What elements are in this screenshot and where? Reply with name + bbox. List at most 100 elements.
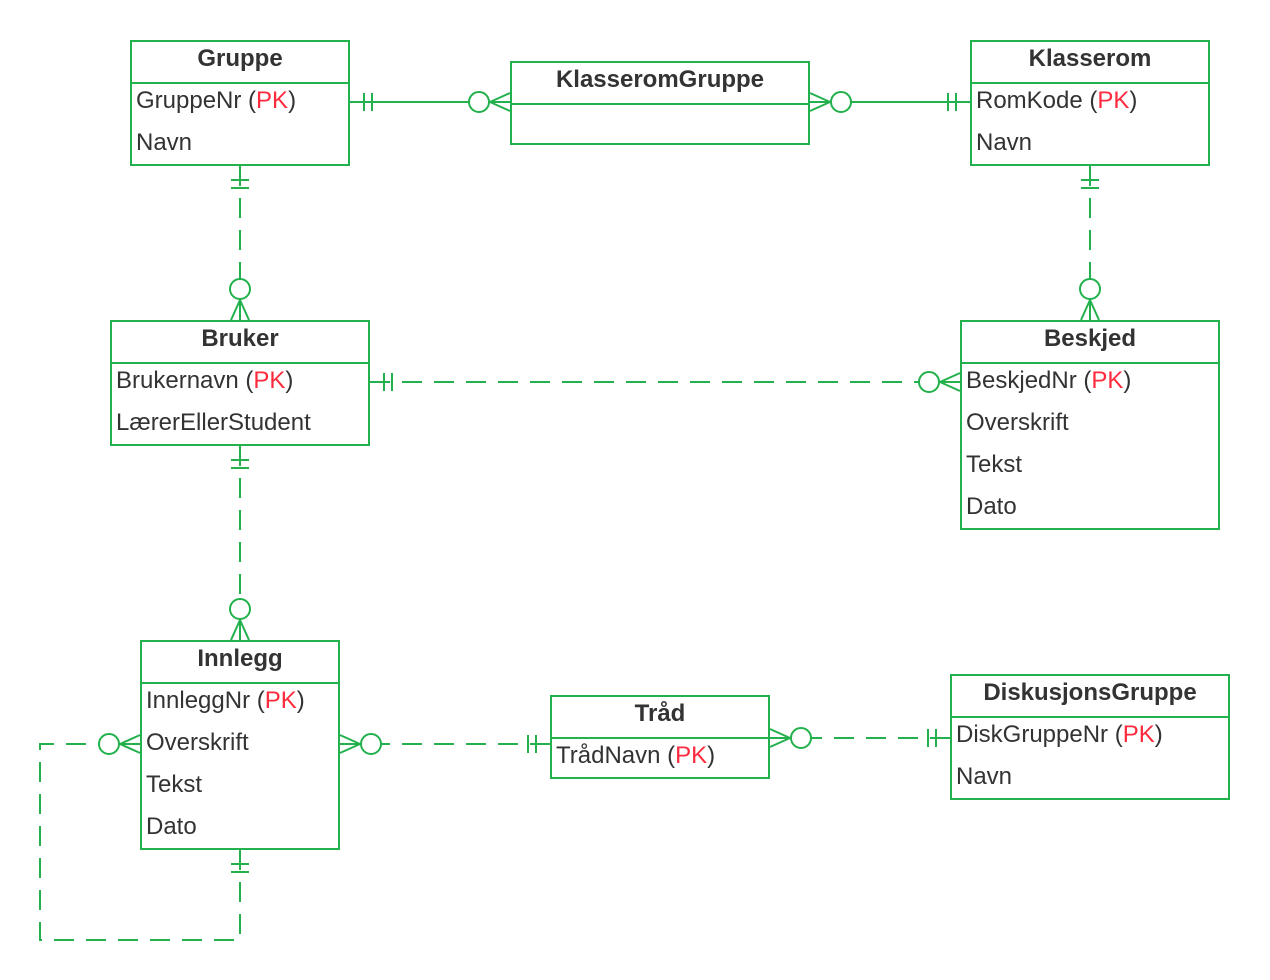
crowfoot-prong xyxy=(489,101,511,112)
relationship-innlegg-self xyxy=(39,733,249,941)
crowfoot-prong xyxy=(939,381,961,392)
entity-attribute: LærerEllerStudent xyxy=(116,408,311,438)
attribute-name: BeskjedNr xyxy=(966,367,1077,394)
relationship-klasserom-beskjed xyxy=(1079,166,1101,321)
entity-title: DiskusjonsGruppe xyxy=(952,676,1228,718)
entity-title: Bruker xyxy=(112,322,368,364)
attribute-name: Brukernavn xyxy=(116,367,239,394)
zero-optional-circle xyxy=(1079,278,1101,300)
entity-attribute: Dato xyxy=(966,492,1017,522)
relationship-bruker-innlegg xyxy=(229,446,251,641)
primary-key-marker: PK xyxy=(1091,367,1124,394)
crowfoot-prong xyxy=(769,728,791,739)
entity-title: Klasserom xyxy=(972,42,1208,84)
relationship-line xyxy=(39,743,241,941)
attribute-name: Overskrift xyxy=(146,729,249,756)
primary-key-marker: PK xyxy=(1097,87,1130,114)
crowfoot-prong xyxy=(230,619,241,641)
entity-attribute: DiskGruppeNr (PK) xyxy=(956,720,1163,750)
entity-attribute: Tekst xyxy=(966,450,1022,480)
primary-key-marker: PK xyxy=(253,367,286,394)
entity-attribute: GruppeNr (PK) xyxy=(136,86,296,116)
entity-attribute: TrådNavn (PK) xyxy=(556,741,715,771)
attribute-name: LærerEllerStudent xyxy=(116,409,311,436)
primary-key-marker: PK xyxy=(256,87,289,114)
paren: ) xyxy=(285,367,294,394)
attribute-name: Navn xyxy=(956,763,1013,790)
crowfoot-prong xyxy=(809,92,831,103)
entity-attribute: Tekst xyxy=(146,770,202,800)
crowfoot-prong xyxy=(1080,299,1091,321)
paren: ( xyxy=(250,687,265,714)
paren: ) xyxy=(1129,87,1138,114)
crowfoot-prong xyxy=(489,92,511,103)
relationship-bruker-beskjed xyxy=(370,371,961,393)
attribute-name: InnleggNr xyxy=(146,687,251,714)
crowfoot-prong xyxy=(769,737,791,748)
attribute-name: Navn xyxy=(136,129,193,156)
zero-optional-circle xyxy=(918,371,940,393)
entity-attribute: Overskrift xyxy=(146,728,249,758)
entity-klasseromgruppe[interactable]: KlasseromGruppe xyxy=(510,61,810,145)
paren: ( xyxy=(238,367,254,394)
entity-title: Beskjed xyxy=(962,322,1218,364)
paren: ) xyxy=(296,687,305,714)
entity-attribute: Navn xyxy=(956,762,1012,792)
zero-optional-circle xyxy=(229,598,251,620)
zero-optional-circle xyxy=(98,733,120,755)
entity-attribute: RomKode (PK) xyxy=(976,86,1137,116)
entity-attribute: Navn xyxy=(136,128,192,158)
entity-attribute: Overskrift xyxy=(966,408,1069,438)
relationship-traad-innlegg xyxy=(339,733,550,755)
relationship-gruppe-klasseromgruppe xyxy=(350,91,511,113)
attribute-name: Tekst xyxy=(966,451,1023,478)
crowfoot-prong xyxy=(809,101,831,112)
crowfoot-prong xyxy=(339,734,361,745)
zero-optional-circle xyxy=(790,727,812,749)
relationship-klasserom-klasseromgruppe xyxy=(809,91,970,113)
crowfoot-prong xyxy=(239,299,250,321)
relationship-diskusjonsgruppe-traad xyxy=(769,727,950,749)
paren: ) xyxy=(1123,367,1132,394)
zero-optional-circle xyxy=(468,91,490,113)
paren: ( xyxy=(1108,721,1123,748)
crowfoot-prong xyxy=(239,619,250,641)
crowfoot-prong xyxy=(939,372,961,383)
paren: ) xyxy=(707,742,716,769)
attribute-name: GruppeNr xyxy=(136,87,242,114)
entity-attribute: Dato xyxy=(146,812,197,842)
crowfoot-prong xyxy=(119,734,141,745)
paren: ( xyxy=(1076,367,1092,394)
entity-attribute: InnleggNr (PK) xyxy=(146,686,305,716)
entity-title: Gruppe xyxy=(132,42,348,84)
attribute-name: Overskrift xyxy=(966,409,1069,436)
entity-title: Innlegg xyxy=(142,642,338,684)
primary-key-marker: PK xyxy=(264,687,297,714)
attribute-name: Navn xyxy=(976,129,1033,156)
crowfoot-prong xyxy=(339,743,361,754)
crowfoot-prong xyxy=(119,743,141,754)
zero-optional-circle xyxy=(360,733,382,755)
attribute-name: RomKode xyxy=(976,87,1083,114)
entity-title: Tråd xyxy=(552,697,768,739)
relationship-gruppe-bruker xyxy=(229,166,251,321)
paren: ) xyxy=(1154,721,1163,748)
entity-attribute: BeskjedNr (PK) xyxy=(966,366,1131,396)
attribute-name: TrådNavn xyxy=(556,742,661,769)
attribute-name: Tekst xyxy=(146,771,203,798)
crowfoot-prong xyxy=(1089,299,1100,321)
primary-key-marker: PK xyxy=(1122,721,1155,748)
paren: ) xyxy=(288,87,297,114)
zero-optional-circle xyxy=(830,91,852,113)
entity-attribute: Brukernavn (PK) xyxy=(116,366,293,396)
attribute-name: Dato xyxy=(146,813,197,840)
